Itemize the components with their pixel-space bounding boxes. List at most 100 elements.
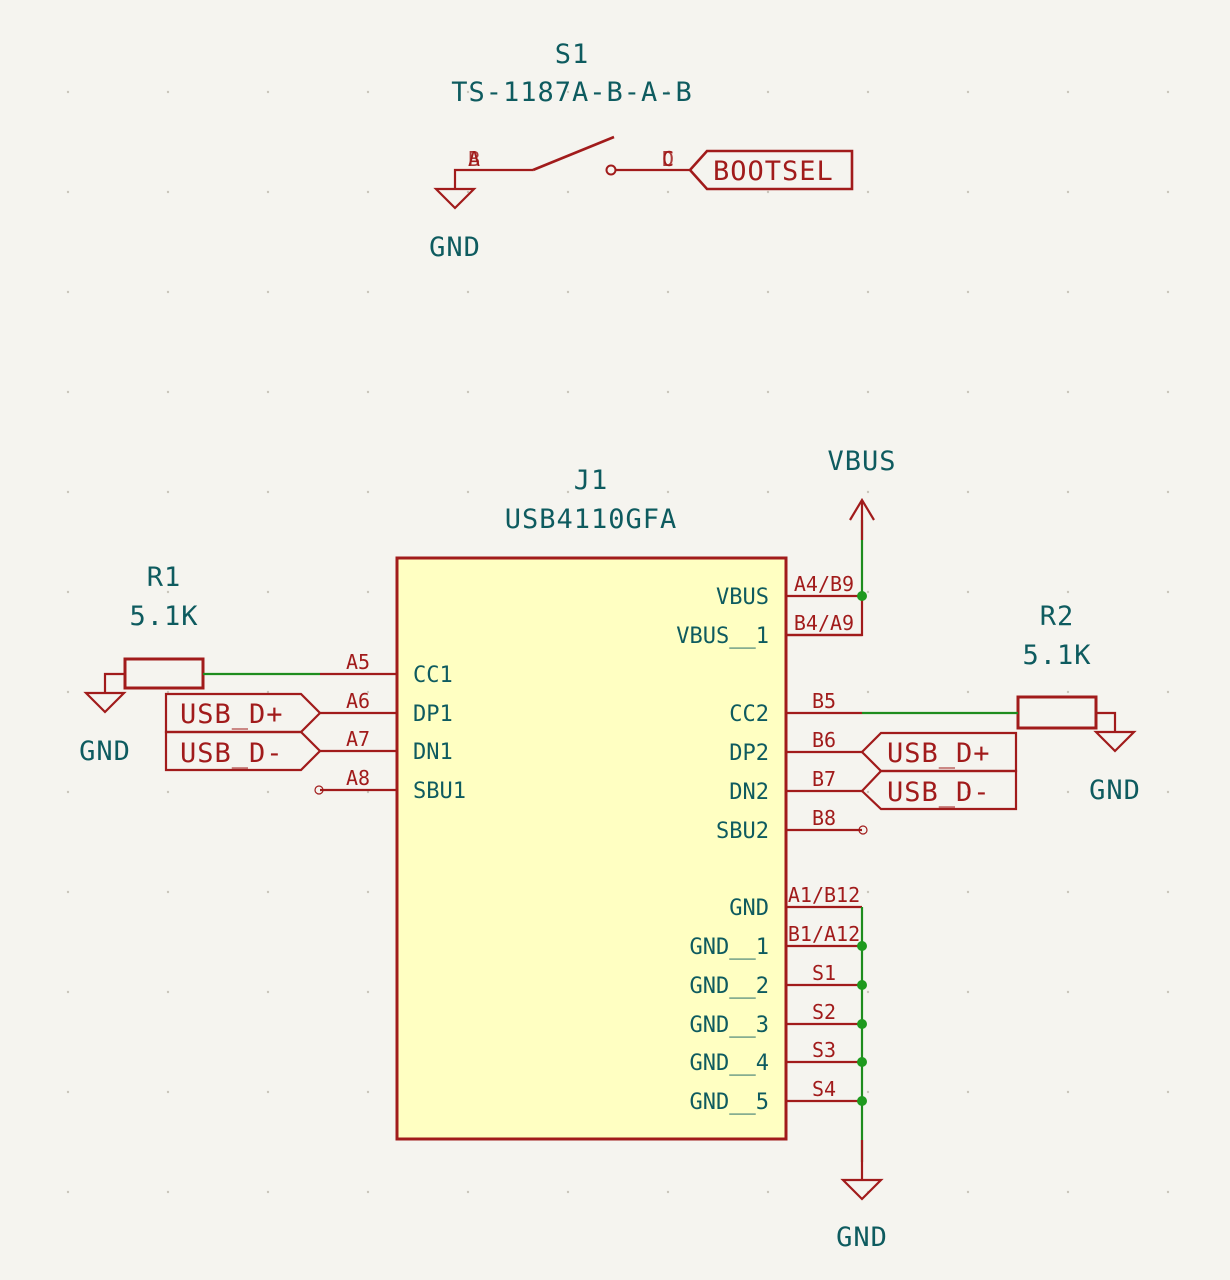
pin-name: GND__1: [690, 935, 769, 960]
pin-number: S4: [812, 1077, 836, 1101]
pin-name: GND__5: [690, 1090, 769, 1115]
gnd-bus[interactable]: GND: [836, 907, 888, 1253]
bootsel-label[interactable]: BOOTSEL: [713, 156, 834, 187]
connector-body[interactable]: [395, 556, 788, 1141]
switch-pin-a: A: [468, 147, 480, 171]
r1-value: 5.1K: [129, 601, 198, 632]
connector-right-pins: A4/B9VBUSB4/A9VBUS__1B5CC2B6DP2B7DN2B8SB…: [676, 572, 868, 1115]
pin-name: VBUS: [716, 585, 769, 610]
pin-number: A7: [346, 727, 370, 751]
junction-gnd-5: [857, 1096, 867, 1106]
pin-number: A6: [346, 689, 370, 713]
junction-gnd-3: [857, 1019, 867, 1029]
pin-number: A1/B12: [788, 883, 860, 907]
pin-name: CC2: [729, 702, 769, 727]
pin-number: B8: [812, 806, 836, 830]
pin-name: GND: [729, 896, 769, 921]
pin-name: VBUS__1: [676, 624, 769, 649]
switch-gnd-label: GND: [429, 232, 481, 263]
resistor-r2[interactable]: R2 5.1K GND: [862, 601, 1141, 806]
pin-number: S1: [812, 961, 836, 985]
r2-value: 5.1K: [1022, 640, 1091, 671]
switch-left-lead: [453, 168, 533, 188]
switch-value: TS-1187A-B-A-B: [451, 77, 693, 108]
pin-name: SBU1: [413, 779, 466, 804]
pin-name: CC1: [413, 663, 453, 688]
switch-lever: [532, 135, 615, 172]
pin-number: A4/B9: [794, 572, 854, 596]
resistor-r1[interactable]: R1 5.1K GND: [79, 562, 320, 767]
usb-dn-left-label[interactable]: USB_D-: [180, 738, 284, 769]
junction-gnd-1: [857, 941, 867, 951]
r1-gnd-icon: [83, 691, 127, 714]
r1-gnd-lead: [103, 672, 125, 693]
switch-s1[interactable]: S1 TS-1187A-B-A-B A B C D BOOTSEL GND: [429, 39, 854, 263]
usb-dn-right-label[interactable]: USB_D-: [887, 777, 991, 808]
pin-number: S2: [812, 1000, 836, 1024]
switch-pin-c: C: [662, 147, 674, 171]
pin-name: DP2: [729, 741, 769, 766]
gnd-bus-icon: [840, 1178, 884, 1201]
right-usb-labels: USB_D+ USB_D-: [860, 731, 1018, 811]
gnd-bus-label: GND: [836, 1222, 888, 1253]
pin-number: B7: [812, 767, 836, 791]
pin-number: B4/A9: [794, 611, 854, 635]
switch-contact: [605, 164, 617, 176]
junction-vbus: [857, 591, 867, 601]
bootsel-label-shape: [688, 149, 854, 191]
vbus-label: VBUS: [827, 446, 896, 477]
junctions: [857, 591, 867, 1106]
pin-number: B1/A12: [788, 922, 860, 946]
vbus-power[interactable]: VBUS: [827, 446, 896, 596]
usb-dp-right-shape: [860, 731, 1018, 773]
pin-name: GND__4: [690, 1051, 769, 1076]
usb-dn-right-shape: [860, 769, 1018, 811]
pin-number: S3: [812, 1038, 836, 1062]
junction-gnd-2: [857, 980, 867, 990]
switch-ref: S1: [555, 39, 590, 70]
switch-gnd-icon: [433, 187, 477, 210]
usb-dp-right-label[interactable]: USB_D+: [887, 738, 991, 769]
no-connect-icon: [314, 785, 324, 795]
pin-number: B5: [812, 689, 836, 713]
no-connect-icon: [858, 825, 868, 835]
usb-dp-left-label[interactable]: USB_D+: [180, 699, 284, 730]
junction-gnd-4: [857, 1057, 867, 1067]
r2-gnd-icon: [1093, 730, 1137, 753]
pin-name: DN1: [413, 740, 453, 765]
pin-name: GND__2: [690, 974, 769, 999]
r2-gnd-label: GND: [1089, 775, 1141, 806]
pin-number: A5: [346, 650, 370, 674]
pin-name: GND__3: [690, 1013, 769, 1038]
vbus-arrow-icon: [849, 497, 875, 521]
pin-number: A8: [346, 766, 370, 790]
r2-gnd-lead: [1096, 711, 1117, 732]
r2-ref: R2: [1040, 601, 1075, 632]
connector-ref: J1: [574, 465, 609, 496]
switch-pin-b: B: [468, 147, 480, 171]
pin-name: DN2: [729, 780, 769, 805]
switch-pin-d: D: [662, 147, 674, 171]
r1-ref: R1: [147, 562, 182, 593]
pin-name: DP1: [413, 702, 453, 727]
usb-dn-left-shape: [164, 730, 322, 772]
usb-dp-left-shape: [164, 692, 322, 734]
